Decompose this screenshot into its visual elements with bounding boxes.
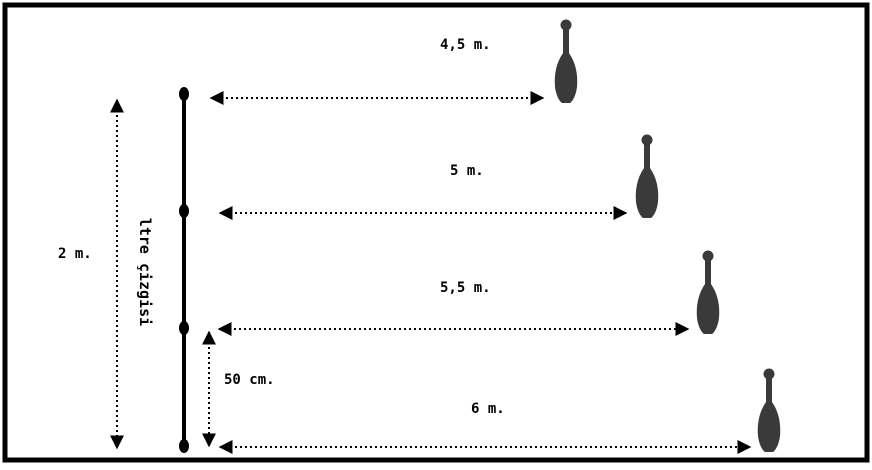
bowling-pin-icon xyxy=(696,250,720,334)
bowling-pin-icon xyxy=(757,368,781,452)
throw-line-marker xyxy=(179,321,189,335)
throw-line-marker xyxy=(179,204,189,218)
bowling-pin-icon xyxy=(635,134,659,218)
distance-label: 6 m. xyxy=(471,401,505,417)
bowling-pin-icon xyxy=(554,19,578,103)
distance-label: 5 m. xyxy=(450,163,484,179)
gap-label: 50 cm. xyxy=(224,372,275,388)
throw-line-marker xyxy=(179,439,189,453)
distance-label: 4,5 m. xyxy=(440,37,491,53)
throw-line-label: ltre çizgisi xyxy=(136,218,154,326)
total-height-label: 2 m. xyxy=(58,246,92,262)
throw-line-marker xyxy=(179,87,189,101)
diagram-frame xyxy=(2,2,870,463)
distance-label: 5,5 m. xyxy=(440,280,491,296)
